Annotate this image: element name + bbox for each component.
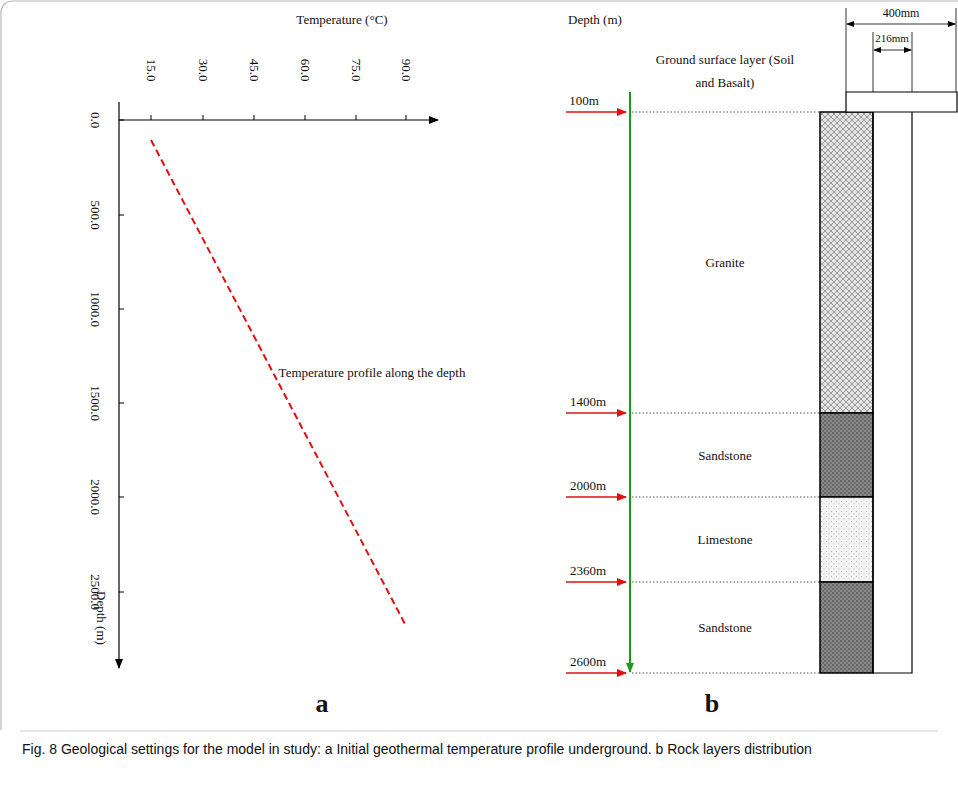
rock-layer-band: Limestone (632, 497, 818, 582)
tick-label: 90.0 (398, 59, 414, 82)
figure-frame (1, 1, 958, 730)
dimension-label: 216mm (874, 32, 910, 45)
caption-rule (20, 731, 938, 732)
dimension-lines (846, 8, 956, 92)
casing-outline (873, 112, 912, 673)
axis-title: Temperature (°C) (296, 12, 387, 28)
temperature-axis (119, 119, 438, 120)
tick-label: 1500.0 (87, 385, 103, 421)
depth-marker-label: 2000m (570, 478, 606, 494)
tick-label: 45.0 (246, 59, 262, 82)
tick-label: 60.0 (297, 59, 313, 82)
rock-layer-band: Sandstone (632, 413, 818, 497)
axis-title: Depth (m) (568, 12, 622, 28)
surface-layer-band: Ground surface layer (Soil and Basalt) (632, 30, 818, 112)
depth-markers (566, 112, 626, 673)
tick-label: 30.0 (195, 59, 211, 82)
figure-caption: Fig. 8 Geological settings for the model… (22, 738, 937, 760)
chart-annotation: Temperature profile along the depth (279, 365, 466, 381)
layer-name: Sandstone (698, 616, 751, 639)
depth-arrow (629, 92, 631, 672)
rock-layer-band: Sandstone (632, 582, 818, 673)
layer-name: Granite (706, 251, 745, 274)
tick-label: 2000.0 (87, 479, 103, 515)
panel-letter: b (705, 688, 719, 719)
tick-label: 75.0 (348, 59, 364, 82)
layer-name: Limestone (698, 528, 753, 551)
sandstone-column (820, 582, 873, 673)
depth-marker-label: 2360m (570, 563, 606, 579)
depth-marker-label: 100m (569, 93, 599, 109)
temperature-profile-line (151, 140, 406, 626)
layer-name: Ground surface layer (Soil and Basalt) (655, 48, 795, 94)
layer-name: Sandstone (698, 444, 751, 467)
layer-boundaries (632, 112, 820, 673)
tick-label: 0.0 (87, 112, 103, 128)
sandstone-column (820, 413, 873, 497)
tick-label: 15.0 (143, 59, 159, 82)
depth-marker-label: 2600m (570, 654, 606, 670)
limestone-column (820, 497, 873, 582)
tick-label: 500.0 (87, 200, 103, 229)
axis-title: Depth (m) (93, 591, 109, 645)
wellhead (846, 92, 957, 112)
rock-layer-band: Granite (632, 112, 818, 413)
axis-ticks (119, 115, 406, 592)
tick-label: 1000.0 (87, 291, 103, 327)
granite-column (820, 112, 873, 413)
depth-marker-label: 1400m (570, 394, 606, 410)
dimension-label: 400mm (882, 6, 921, 20)
panel-letter: a (316, 688, 329, 719)
depth-axis (118, 102, 119, 668)
